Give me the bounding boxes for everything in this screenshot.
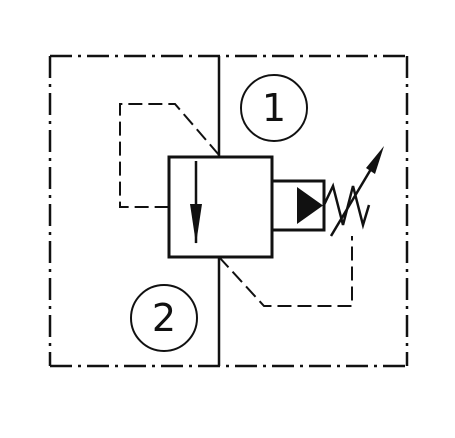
spring-icon: [322, 182, 371, 230]
port-2-marker: 2: [130, 284, 198, 352]
port-1-label: 1: [262, 86, 286, 130]
port-1-marker: 1: [240, 74, 308, 142]
port-1-circle: [240, 74, 308, 142]
port-2-label: 2: [152, 296, 176, 340]
adjustment-arrow-icon: [329, 146, 384, 237]
pilot-line-upper: [119, 103, 220, 208]
cartridge-envelope: [48, 54, 409, 368]
pilot-triangle-icon: [297, 187, 323, 224]
port-2-circle: [130, 284, 198, 352]
pilot-lines: [119, 103, 353, 307]
valve-body: [167, 155, 274, 259]
pilot-line-lower: [218, 236, 353, 307]
flow-arrow-icon: [190, 161, 202, 244]
